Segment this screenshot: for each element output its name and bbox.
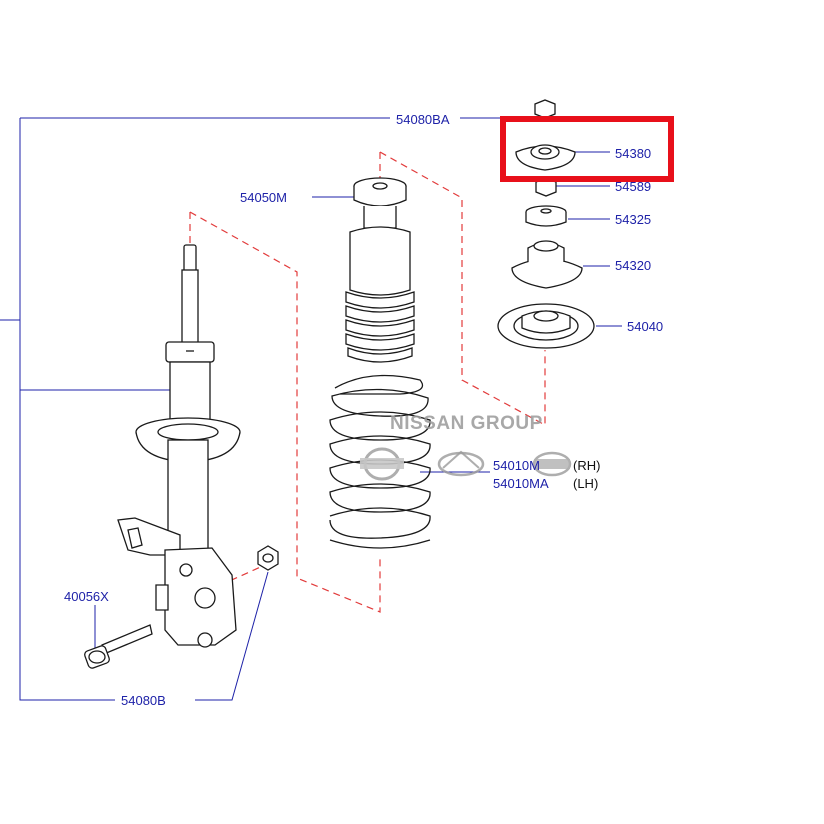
seat-54040	[497, 303, 595, 349]
part-label-54320[interactable]: 54320	[615, 258, 652, 273]
nut-top	[534, 99, 556, 119]
part-label-54325[interactable]: 54325	[615, 212, 652, 227]
coil-spring-54010M	[329, 374, 431, 549]
nut-54080B	[257, 545, 279, 571]
leader-54080BA	[19, 118, 115, 701]
side-label-lh: (LH)	[573, 476, 599, 491]
washer-54380	[515, 144, 576, 171]
part-label-54010MA[interactable]: 54010MA	[493, 476, 549, 491]
part-label-54050M[interactable]: 54050M	[240, 190, 287, 205]
watermark-text: NISSAN GROUP	[390, 413, 543, 434]
bushing-54325	[525, 205, 567, 227]
part-label-54080B[interactable]: 54080B	[121, 693, 166, 708]
side-label-rh: (RH)	[573, 458, 601, 473]
highlight-box-54380	[500, 116, 674, 182]
alignment-dashed-lines	[164, 151, 546, 613]
mount-54320	[511, 240, 583, 289]
part-label-54010M[interactable]: 54010M	[493, 458, 540, 473]
part-label-54080BA[interactable]: 54080BA	[396, 112, 450, 127]
part-label-54040[interactable]: 54040	[627, 319, 664, 334]
dust-boot-54050M	[345, 177, 415, 363]
leader-54080B	[195, 571, 269, 701]
bolt-40056X	[84, 624, 153, 669]
infiniti-logo	[437, 450, 485, 477]
part-label-54380[interactable]: 54380	[615, 146, 652, 161]
part-label-40056X[interactable]: 40056X	[64, 589, 109, 604]
strut-assembly	[117, 244, 241, 648]
nissan-logo	[360, 447, 404, 481]
datsun-logo	[532, 451, 572, 477]
leader-lines	[0, 117, 622, 701]
top-mount-stack	[497, 99, 595, 349]
part-label-54589[interactable]: 54589	[615, 179, 652, 194]
